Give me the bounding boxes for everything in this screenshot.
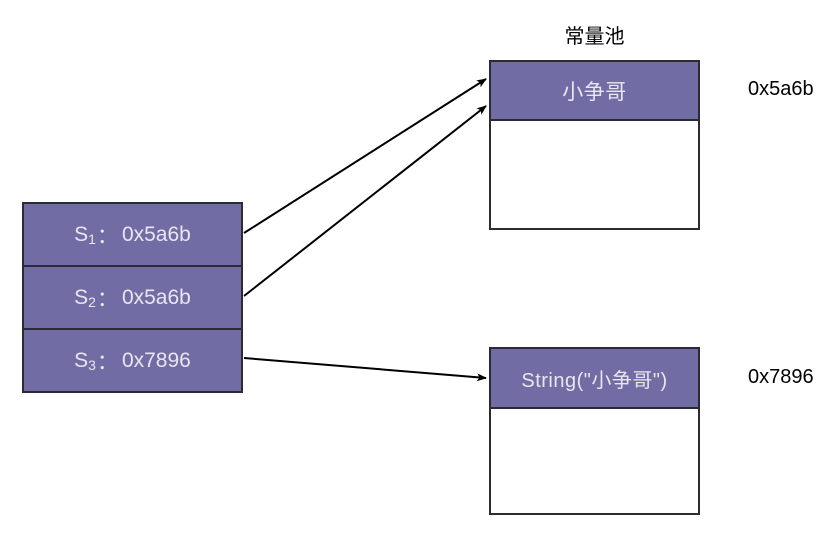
variable-subscript: 3: [88, 356, 96, 373]
separator: ：: [96, 224, 118, 248]
variable-name: S: [74, 285, 89, 309]
constant-pool-block: 小争哥: [489, 60, 700, 230]
variable-address: 0x7896: [121, 348, 191, 372]
arrow-s3-to-heap-object: [243, 357, 487, 382]
variable-subscript: 1: [88, 230, 96, 247]
constant-pool-entry: 小争哥: [491, 62, 698, 121]
variable-subscript: 2: [88, 293, 96, 310]
arrow-s1-to-constant-pool: [243, 78, 487, 234]
arrow-s2-to-constant-pool: [243, 105, 487, 297]
variable-address: 0x5a6b: [121, 285, 191, 309]
variable-address: 0x5a6b: [121, 222, 191, 246]
separator: ：: [96, 350, 118, 374]
variable-name: S: [74, 348, 89, 372]
separator: ：: [96, 287, 118, 311]
heap-object-block: String("小争哥"): [489, 347, 700, 515]
constant-pool-address: 0x5a6b: [748, 78, 814, 100]
constant-pool-title: 常量池: [564, 26, 625, 48]
heap-object-address: 0x7896: [748, 366, 814, 388]
variable-name: S: [74, 222, 89, 246]
heap-object-entry: String("小争哥"): [491, 349, 698, 409]
